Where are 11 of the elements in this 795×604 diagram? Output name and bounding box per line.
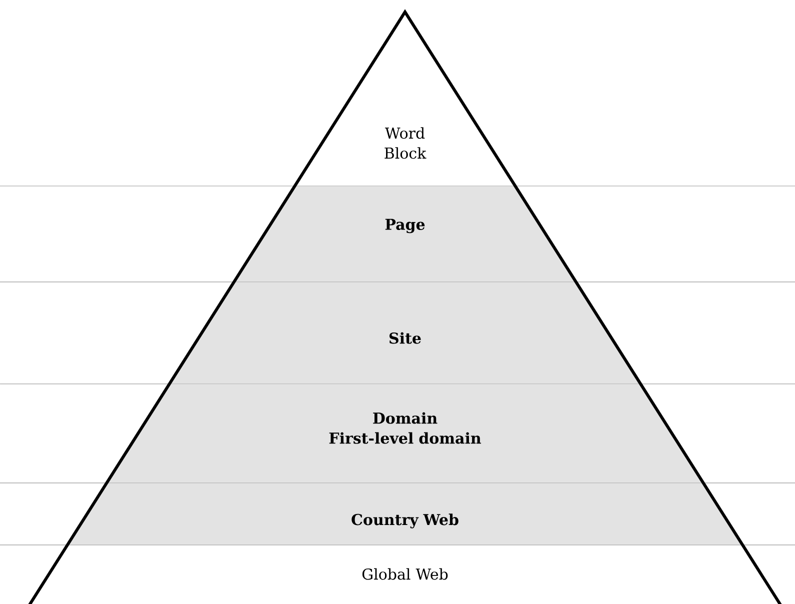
- pyramid-level: Page: [234, 186, 576, 282]
- pyramid-level: Domain First-level domain: [106, 384, 704, 483]
- node-label: Domain: [373, 412, 438, 424]
- node-label: Page: [385, 218, 425, 234]
- node-label: Site: [389, 332, 421, 344]
- node-label: Country Web: [352, 514, 458, 528]
- node-label: First-level domain: [329, 432, 482, 444]
- pyramid-level: Word Block: [384, 127, 426, 159]
- pyramid-level: Country Web: [67, 483, 743, 545]
- pyramid-level: Global Web: [362, 568, 448, 580]
- pyramid-level: Site: [169, 282, 641, 384]
